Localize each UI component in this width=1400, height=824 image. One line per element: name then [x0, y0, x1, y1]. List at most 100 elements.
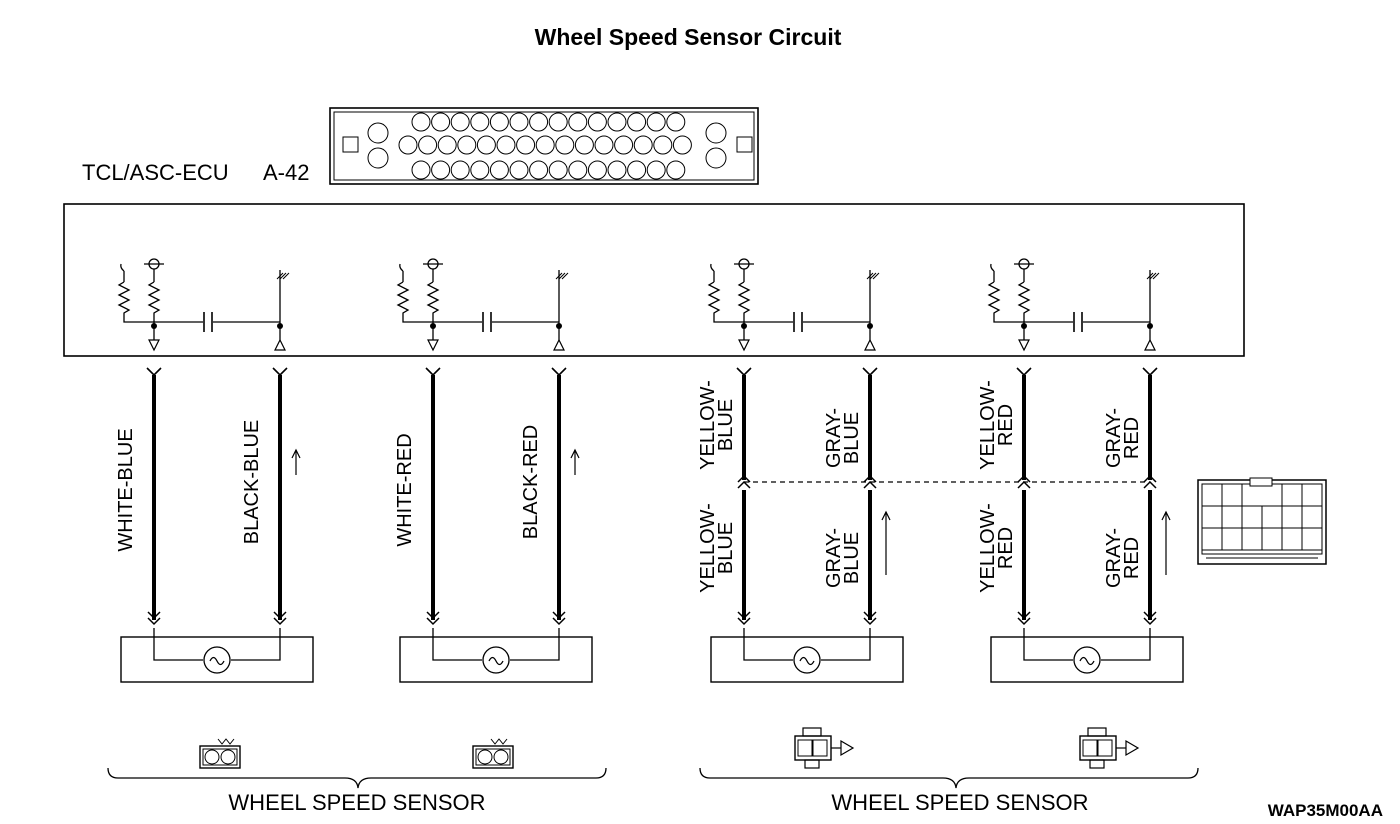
wire-color-label: BLACK-BLUE	[241, 420, 263, 545]
splice-mark	[147, 611, 161, 620]
sensor-body	[990, 636, 1184, 683]
connector-outer	[329, 107, 759, 185]
junction-connector-cavity	[1261, 527, 1283, 551]
chassis-ground-symbol	[276, 272, 290, 280]
wire-color-label: RED	[1121, 537, 1143, 579]
input-terminal-marker	[274, 338, 286, 351]
ac-source-symbol	[1073, 646, 1101, 674]
ecu-label: TCL/ASC-ECU	[82, 160, 229, 185]
connector-pin	[666, 160, 686, 180]
splice-mark	[737, 617, 751, 626]
chassis-ground-symbol	[1146, 272, 1160, 280]
connector-pin	[431, 112, 451, 132]
connector-inner	[333, 111, 755, 181]
wire-color-label: GRAY-	[823, 408, 845, 468]
sensor-body	[120, 636, 314, 683]
sensor-coil-lead	[153, 628, 203, 661]
junction-connector-cavity	[1301, 483, 1323, 507]
sensor-coil-lead	[510, 628, 560, 661]
sensor-connector-outer	[199, 745, 241, 769]
sensor-connector-pin	[812, 739, 828, 757]
connector-pin	[594, 135, 614, 155]
connector-pin	[431, 160, 451, 180]
connector-pin	[411, 112, 431, 132]
connector-pin	[627, 112, 647, 132]
junction-connector-cavity	[1281, 483, 1303, 507]
wire-color-label: RED	[1121, 417, 1143, 459]
sensor-connector-inner	[202, 748, 238, 766]
connector-pin	[568, 112, 588, 132]
ecu-pin-marker	[146, 367, 162, 377]
capacitor-gap	[203, 312, 213, 332]
input-terminal-marker	[864, 338, 876, 351]
sensor-coil-lead	[1023, 628, 1073, 661]
input-terminal-marker	[427, 339, 439, 352]
wire-color-label: GRAY-	[823, 528, 845, 588]
wire-color-label: YELLOW-	[697, 503, 719, 593]
sensor-body	[399, 636, 593, 683]
splice-mark	[426, 611, 440, 620]
sensor-connector-pin	[493, 749, 509, 765]
connector-pin	[633, 135, 653, 155]
connector-pin	[705, 122, 727, 144]
sensor-connector-outer	[472, 745, 514, 769]
wire-stub	[990, 263, 995, 272]
splice-mark	[863, 611, 877, 620]
connector-pin	[666, 112, 686, 132]
wire-color-label: BLUE	[715, 522, 737, 574]
junction-connector-cavity	[1261, 505, 1283, 529]
connector-pin	[646, 112, 666, 132]
connector-pin	[411, 160, 431, 180]
wire-stub	[710, 263, 715, 272]
connector-pin	[653, 135, 673, 155]
connector-pin	[450, 160, 470, 180]
splice-mark	[1017, 480, 1031, 489]
signal-arrow-head	[291, 448, 301, 459]
connector-pin	[548, 160, 568, 180]
connector-pin	[398, 135, 418, 155]
connector-pin	[476, 135, 496, 155]
ecu-pin-marker	[862, 367, 878, 377]
bias-resistor	[396, 281, 433, 323]
sensor-coil-lead	[1101, 628, 1151, 661]
sensor-body	[710, 636, 904, 683]
ac-wave	[209, 656, 225, 666]
junction-connector-cavity	[1221, 527, 1243, 551]
ecu-pin-marker	[736, 367, 752, 377]
connector-marker-l	[736, 136, 753, 153]
signal-arrow-head	[881, 510, 891, 521]
pullup-resistor	[147, 281, 161, 325]
bias-resistor	[707, 281, 744, 323]
bias-resistor	[987, 281, 1024, 323]
input-terminal-marker	[553, 338, 565, 351]
wire-color-label: BLUE	[841, 412, 863, 464]
connector-pin	[450, 112, 470, 132]
junction-connector-cavity	[1241, 527, 1263, 551]
connector-pin	[496, 135, 516, 155]
splice-mark	[737, 611, 751, 620]
wire-color-label: RED	[995, 404, 1017, 446]
splice-mark	[737, 474, 751, 483]
ac-wave	[1079, 656, 1095, 666]
pullup-resistor	[1017, 281, 1031, 325]
connector-pin	[607, 160, 627, 180]
connector-pin	[367, 147, 389, 169]
splice-mark	[1143, 611, 1157, 620]
capacitor-gap	[1073, 312, 1083, 332]
ecu-code: A-42	[263, 160, 309, 185]
sensor-coil-lead	[432, 628, 482, 661]
signal-arrow-head	[570, 448, 580, 459]
connector-pin	[457, 135, 477, 155]
wire-color-label: YELLOW-	[697, 380, 719, 470]
connector-latch	[804, 759, 820, 769]
splice-mark	[863, 617, 877, 626]
ecu-input-circuit-2	[396, 258, 569, 352]
wire-color-label: GRAY-	[1103, 528, 1125, 588]
sensor-connector-inner	[475, 748, 511, 766]
junction-connector-cavity	[1221, 483, 1243, 507]
wire-color-label: BLACK-RED	[520, 425, 542, 539]
connector-pin	[587, 160, 607, 180]
sensor-coil-lead	[821, 628, 871, 661]
